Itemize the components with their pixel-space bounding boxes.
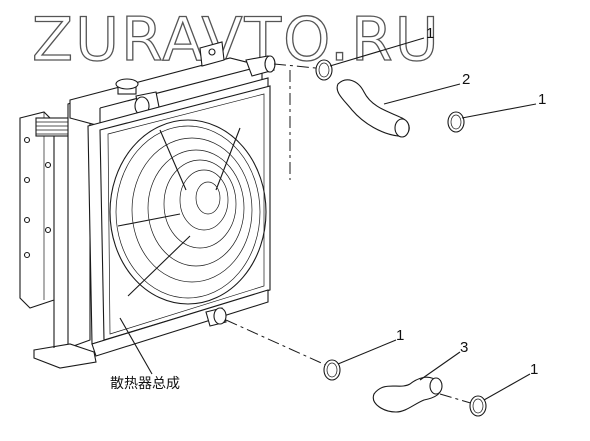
core-side (67, 95, 91, 349)
top-fins (35, 117, 77, 137)
fan-guard (109, 119, 267, 305)
upper-hose (336, 79, 410, 138)
assembly-centerlines (225, 63, 475, 405)
assembly-caption: 散热器总成 (110, 376, 180, 392)
base-foot (33, 343, 97, 369)
fan-shroud (99, 85, 271, 341)
clamp-upper-2 (447, 111, 465, 133)
leader-lines (119, 37, 537, 401)
callout-1: 1 (538, 91, 546, 108)
callouts: 1 2 1 1 3 1 (396, 25, 546, 378)
bracket-bolts (23, 136, 52, 259)
lower-outlet-pipe (205, 307, 227, 327)
lower-hose (372, 376, 443, 413)
callout-2: 2 (462, 71, 470, 88)
callout-1: 1 (530, 361, 538, 378)
upper-outlet-pipe (245, 55, 276, 77)
callout-1: 1 (426, 25, 434, 42)
clamp-lower-1 (323, 359, 341, 381)
filler-cap (115, 78, 139, 95)
callout-1: 1 (396, 327, 404, 344)
radiator-assembly (19, 41, 276, 369)
top-lug (199, 41, 225, 67)
clamp-upper-1 (315, 59, 333, 81)
bottom-tank (91, 289, 269, 357)
clamp-lower-2 (469, 395, 487, 417)
callout-3: 3 (460, 339, 468, 356)
